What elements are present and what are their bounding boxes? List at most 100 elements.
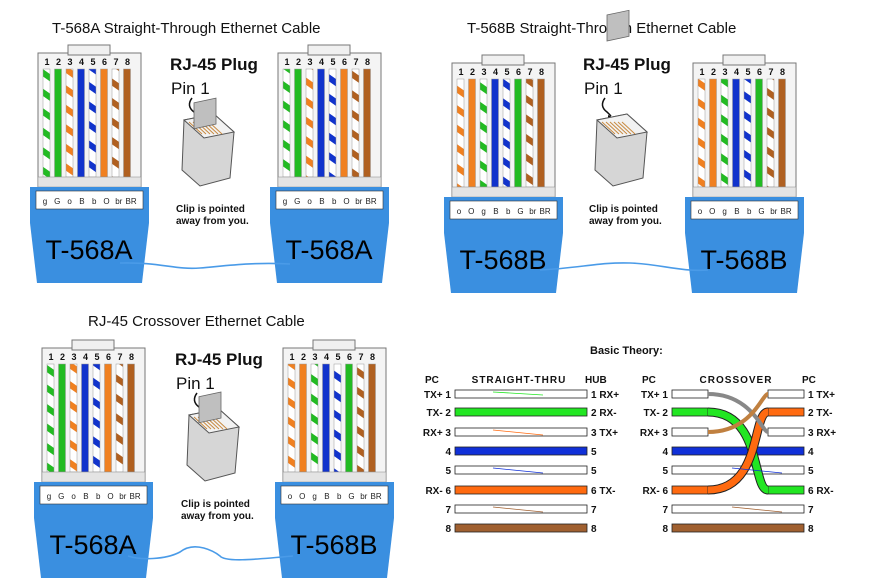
connector-tab (481, 54, 525, 66)
left-pin-label: 8 (445, 524, 451, 535)
pin-number: 2 (301, 352, 306, 362)
crossover-title: RJ-45 Crossover Ethernet Cable (88, 313, 305, 330)
pin-number: 4 (79, 57, 84, 67)
right-pin-label: 1 TX+ (808, 390, 835, 401)
pin-number: 1 (44, 57, 49, 67)
color-code: BR (130, 492, 141, 501)
wire-1 (456, 78, 465, 188)
plug-contact (609, 121, 624, 135)
trace (731, 506, 783, 513)
signal-line (454, 427, 588, 437)
right-pin-label: 2 RX- (591, 408, 617, 419)
stub-right (767, 407, 805, 417)
trace (492, 391, 544, 396)
plug-contact (601, 121, 616, 135)
pin-number: 2 (711, 67, 716, 77)
wire-2 (54, 68, 62, 178)
color-code: G (348, 492, 354, 501)
pin-number: 2 (470, 67, 475, 77)
plug-heading: RJ-45 Plug (583, 55, 671, 74)
plug-contact (613, 121, 628, 135)
center-header: STRAIGHT-THRU (472, 375, 567, 386)
right-pin-label: 8 (808, 524, 814, 535)
stub-left (671, 389, 709, 399)
pin-number: 7 (358, 352, 363, 362)
pin-number: 1 (48, 352, 53, 362)
right-pin-label: 5 (591, 447, 597, 458)
clip-text-1: Clip is pointed (176, 204, 245, 215)
wire-2 (294, 68, 302, 178)
right-pin-label: 4 (808, 447, 814, 458)
standard-label: T-568A (45, 235, 132, 265)
color-code: b (747, 207, 752, 216)
cable-line (127, 546, 294, 561)
left-pin-label: TX+ 1 (641, 390, 668, 401)
pin-number: 6 (347, 352, 352, 362)
clip-text-1: Clip is pointed (589, 204, 658, 215)
color-code: b (337, 492, 342, 501)
wire-3 (479, 78, 488, 188)
plug-heading: RJ-45 Plug (170, 55, 258, 74)
color-code: G (758, 207, 764, 216)
wire-7 (351, 68, 360, 178)
trace (731, 467, 783, 474)
wire-1 (42, 68, 51, 178)
standard-label: T-568A (49, 530, 136, 560)
right-pin-label: 3 RX+ (808, 428, 836, 439)
plug-clip (606, 9, 630, 42)
pin-number: 1 (289, 352, 294, 362)
right-pin-label: 2 TX- (808, 408, 832, 419)
contact-strip (692, 186, 797, 198)
wire-2 (468, 78, 476, 188)
pin-number: 5 (335, 352, 340, 362)
color-code-strip (275, 190, 384, 210)
stub-left (671, 407, 709, 417)
left-header: PC (425, 375, 439, 386)
color-code: B (319, 197, 324, 206)
pin1-arrow (601, 97, 612, 117)
color-code: g (283, 197, 287, 206)
wire-7 (766, 78, 775, 188)
wire-2 (299, 363, 307, 473)
pin-number: 3 (481, 67, 486, 77)
wire-6 (755, 78, 763, 188)
left-pin-label: 7 (445, 505, 451, 516)
wire-4 (732, 78, 740, 188)
color-code: B (79, 197, 84, 206)
color-code: br (360, 492, 367, 501)
color-code: G (517, 207, 523, 216)
pin-number: 2 (56, 57, 61, 67)
jacket (275, 518, 394, 578)
wire-2 (58, 363, 66, 473)
left-pin-label: TX- 2 (644, 408, 669, 419)
pin-number: 3 (67, 57, 72, 67)
color-code: o (457, 207, 462, 216)
wire-3 (69, 363, 78, 473)
clip-text-2: away from you. (176, 216, 249, 227)
signal-line (454, 523, 588, 533)
pin-number: 6 (342, 57, 347, 67)
color-code: BR (366, 197, 377, 206)
color-code-strip (449, 200, 558, 220)
wire-2 (709, 78, 717, 188)
wire-5 (328, 68, 337, 178)
left-pin-label: TX+ 1 (424, 390, 451, 401)
left-pin-label: 4 (662, 447, 668, 458)
wire-7 (115, 363, 124, 473)
left-pin-label: RX+ 3 (640, 428, 669, 439)
signal-line (671, 523, 805, 533)
pin-number: 8 (780, 67, 785, 77)
signal-line (454, 446, 588, 456)
left-pin-label: 5 (445, 466, 451, 477)
signal-line (454, 485, 588, 495)
contact-strip (37, 176, 142, 188)
left-header: PC (642, 375, 656, 386)
color-code: b (96, 492, 101, 501)
color-code: BR (781, 207, 792, 216)
pin-number: 5 (330, 57, 335, 67)
